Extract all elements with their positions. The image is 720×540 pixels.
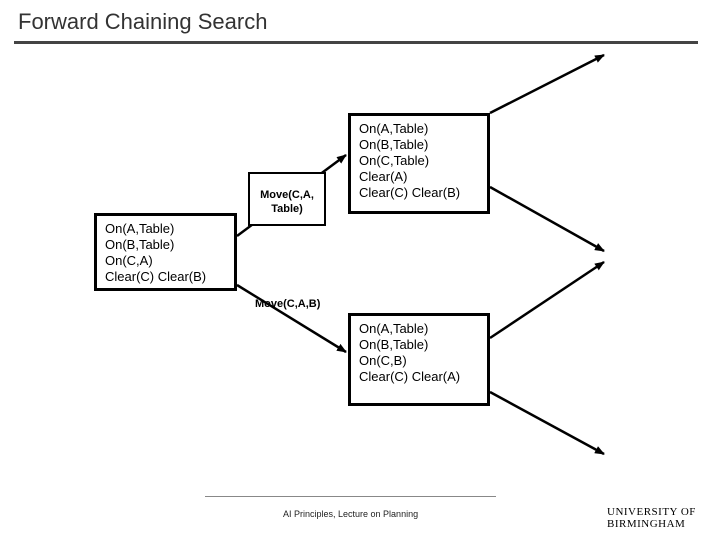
edge-bottom-child-2 — [489, 390, 605, 456]
state-fact: On(A,Table) — [359, 321, 429, 336]
state-fact: On(B,Table) — [359, 137, 429, 152]
university-logo: UNIVERSITY OF BIRMINGHAM — [607, 506, 696, 530]
successor-state-top: On(A,Table) On(B,Table) On(C,Table) Clea… — [348, 113, 490, 214]
action-move-c-a-b: Move(C,A,B) — [255, 298, 321, 310]
footer-caption: AI Principles, Lecture on Planning — [283, 509, 419, 519]
state-fact: Clear(C) Clear(B) — [359, 185, 461, 200]
state-fact: On(B,Table) — [359, 337, 429, 352]
state-fact: On(C,B) — [359, 353, 407, 368]
slide-title: Forward Chaining Search — [18, 9, 268, 34]
edge-bottom-child-1 — [489, 260, 605, 340]
action-label: Move(C,A, Table) — [260, 189, 314, 215]
edge-top-child-2 — [489, 185, 605, 253]
state-fact: On(B,Table) — [105, 237, 175, 252]
state-fact: On(A,Table) — [105, 221, 175, 236]
logo-line-1: UNIVERSITY OF — [607, 506, 696, 518]
state-fact: Clear(C) Clear(A) — [359, 369, 461, 384]
edge-top-child-1 — [489, 53, 605, 115]
state-fact: On(A,Table) — [359, 121, 429, 136]
state-fact: On(C,Table) — [359, 153, 430, 168]
edge-initial-to-bottom — [236, 283, 347, 354]
state-fact: On(C,A) — [105, 253, 153, 268]
title-divider — [14, 41, 698, 44]
state-fact: Clear(A) — [359, 169, 408, 184]
action-move-c-a-table: Move(C,A, Table) — [248, 172, 326, 226]
initial-state-box: On(A,Table) On(B,Table) On(C,A) Clear(C)… — [94, 213, 237, 291]
logo-line-2: BIRMINGHAM — [607, 518, 686, 530]
footer-divider — [205, 496, 496, 497]
successor-state-bottom: On(A,Table) On(B,Table) On(C,B) Clear(C)… — [348, 313, 490, 406]
state-fact: Clear(C) Clear(B) — [105, 269, 207, 284]
